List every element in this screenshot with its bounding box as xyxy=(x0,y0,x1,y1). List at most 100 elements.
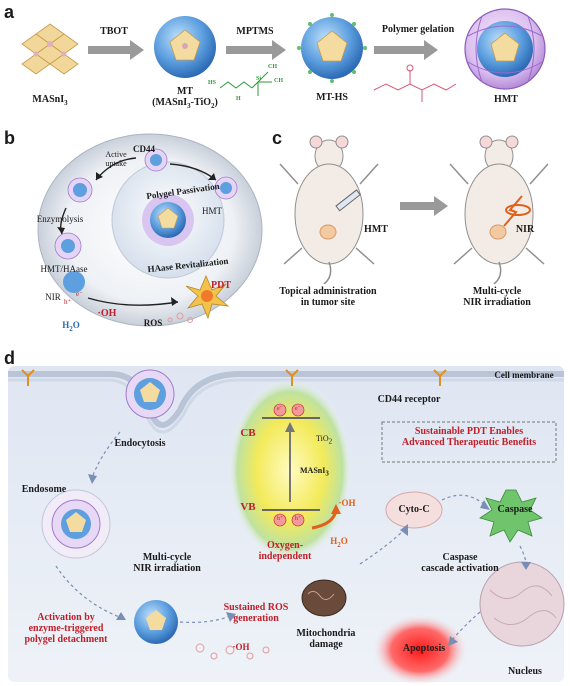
mptms-hs: HS xyxy=(208,80,217,86)
cycle-circle-illustration xyxy=(37,133,263,327)
d-h2o-label: H2O xyxy=(324,536,354,551)
d-caspase-cascade-label: Caspase cascade activation xyxy=(410,552,510,574)
mptms-si: Si xyxy=(256,76,262,82)
d-tio2-label: TiO2 xyxy=(316,434,332,446)
d-sustainable-line1: Sustainable PDT Enables xyxy=(414,426,524,437)
c-multi-label: Multi-cycle NIR irradiation xyxy=(442,286,552,308)
d-oh-label: ·OH xyxy=(338,498,356,508)
d-h-plus-1: h⁺ xyxy=(277,516,284,522)
d-cb-label: CB xyxy=(240,427,256,439)
mouse-topical-illustration xyxy=(279,135,379,284)
arrow-tbot xyxy=(88,40,144,60)
d-caspase-cascade-line2: cascade activation xyxy=(421,563,499,574)
d-cell-membrane-label: Cell membrane xyxy=(494,370,554,380)
d-endocytosis-label: Endocytosis xyxy=(114,438,166,449)
d-sustainable-line2: Advanced Therapeutic Benefits xyxy=(401,437,537,448)
d-masni3-sub: 3 xyxy=(325,469,329,478)
b-h2o-sub: 2 xyxy=(69,324,73,333)
panel-b-letter: b xyxy=(4,128,15,148)
mt-line2-close: ) xyxy=(214,97,218,108)
c-multi-line1: Multi-cycle xyxy=(472,286,522,297)
b-h2o-label: H2O xyxy=(56,320,86,335)
d-cd44-receptor-label: CD44 receptor xyxy=(377,394,441,405)
c-hmt-label: HMT xyxy=(364,224,388,235)
mptms-h3c: H xyxy=(236,96,241,102)
c-nir-label: NIR xyxy=(515,224,535,235)
mouse-nir-illustration xyxy=(449,135,549,284)
d-sustainable-label: Sustainable PDT Enables Advanced Therape… xyxy=(384,426,554,448)
d-multi-label: Multi-cycle NIR irradiation xyxy=(122,552,212,574)
mt-hs-sphere-illustration xyxy=(297,13,367,83)
mt-line2-sub1: 3 xyxy=(187,102,191,110)
d-cyto-c-label: Cyto-C xyxy=(398,504,430,515)
b-active-uptake-label: Active uptake xyxy=(105,150,127,168)
d-h2o-o: O xyxy=(340,536,348,546)
d-caspase-label: Caspase xyxy=(497,504,533,515)
d-tio2-sub: 2 xyxy=(328,437,333,446)
d-multi-line2: NIR irradiation xyxy=(133,563,201,574)
d-h2o-sub: 2 xyxy=(337,540,341,549)
b-ros-label: ROS xyxy=(143,318,163,328)
c-topical-line2: in tumor site xyxy=(300,297,356,308)
mptms-label: MPTMS xyxy=(236,26,274,37)
d-activation-line2: enzyme-triggered xyxy=(28,623,104,634)
d-h2o-h: H xyxy=(330,536,338,546)
b-hmt-haase-label: HMT/HAase xyxy=(40,264,88,274)
mt-label-line2: (MASnI3-TiO2) xyxy=(140,97,230,112)
d-activation-label: Activation by enzyme-triggered polygel d… xyxy=(10,612,122,645)
mptms-ch3-right: CH xyxy=(274,78,283,84)
d-vb-label: VB xyxy=(240,501,256,513)
panel-c-letter: c xyxy=(272,128,283,148)
d-apoptosis-label: Apoptosis xyxy=(402,643,446,654)
d-masni3-label: MASnI3 xyxy=(300,466,329,478)
masni3-text: MASnI xyxy=(32,94,65,105)
d-masni3-text: MASnI xyxy=(300,466,326,475)
mt-label: MT (MASnI3-TiO2) xyxy=(140,86,230,112)
panel-a-letter: a xyxy=(4,2,15,22)
d-oh-bottom-label: ·OH xyxy=(232,642,250,652)
masni3-crystal-illustration xyxy=(21,23,79,75)
masni3-subscript: 3 xyxy=(64,99,68,107)
mptms-structure xyxy=(219,71,272,96)
mt-line2-text: (MASnI xyxy=(152,97,188,108)
d-sustained-line2: generation xyxy=(233,613,279,624)
b-h2o-o: O xyxy=(72,320,80,330)
d-mito-line2: damage xyxy=(309,639,343,650)
tbot-label: TBOT xyxy=(100,26,128,37)
d-h-plus-2: h⁺ xyxy=(295,516,302,522)
b-cd44-label: CD44 xyxy=(133,144,155,154)
mt-hs-label: MT-HS xyxy=(316,92,348,103)
hmt-label: HMT xyxy=(494,94,518,105)
mt-sphere-illustration xyxy=(154,16,216,78)
c-topical-line1: Topical administration xyxy=(279,286,377,297)
polymer-gelation-label: Polymer gelation xyxy=(381,24,455,35)
mt-line2-sub2: 2 xyxy=(211,102,215,110)
b-e-minus: e⁻ xyxy=(76,290,83,298)
masni3-label: MASnI3 xyxy=(18,94,82,109)
c-topical-label: Topical administration in tumor site xyxy=(268,286,388,308)
c-multi-line2: NIR irradiation xyxy=(463,297,531,308)
mptms-ch3-top: CH xyxy=(268,64,277,70)
d-oxygen-label: Oxygen- independent xyxy=(250,540,320,562)
d-e-minus-2: e⁻ xyxy=(295,406,301,412)
d-endosome-label: Endosome xyxy=(21,484,67,495)
panel-d-letter: d xyxy=(4,348,15,368)
arrow-mouse xyxy=(400,196,448,216)
cell-background xyxy=(7,366,565,686)
b-h2o-h: H xyxy=(62,320,70,330)
d-activation-line3: polygel detachment xyxy=(24,634,108,645)
d-sustained-label: Sustained ROS generation xyxy=(214,602,298,624)
d-oxygen-line1: Oxygen- xyxy=(266,540,304,551)
mt-line2-mid: -TiO xyxy=(190,97,212,108)
b-nir-label: NIR xyxy=(45,292,61,302)
d-oxygen-line2: independent xyxy=(258,551,312,562)
b-h-plus: h⁺ xyxy=(64,298,72,306)
arrow-polymer-gelation xyxy=(374,40,438,60)
d-nucleus-label: Nucleus xyxy=(508,666,542,677)
polymer-structure xyxy=(373,64,457,102)
d-tio2-text: TiO xyxy=(316,434,329,443)
d-caspase-cascade-line1: Caspase xyxy=(442,552,478,563)
b-pdt-label: PDT xyxy=(211,280,231,291)
d-activation-line1: Activation by xyxy=(37,612,95,623)
d-multi-line1: Multi-cycle xyxy=(142,552,192,563)
